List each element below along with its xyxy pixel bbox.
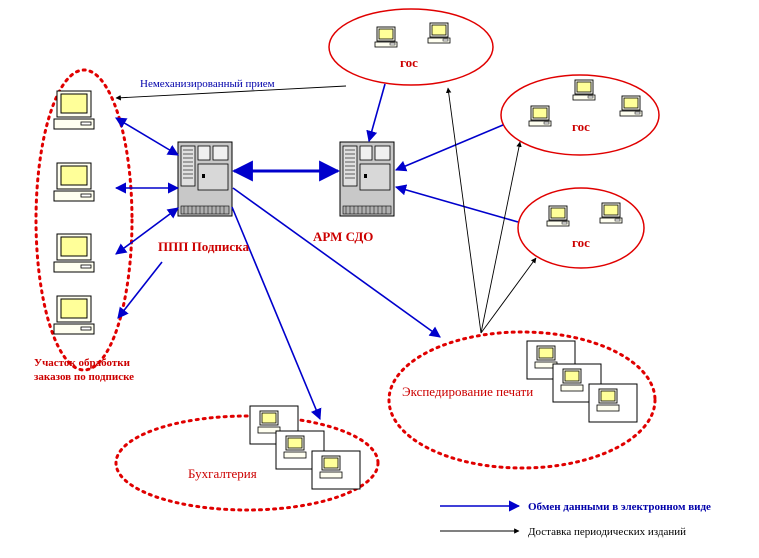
accounting-pc-3-icon (311, 450, 361, 490)
arrow-gos-right-arm (394, 124, 504, 172)
gos-right-label: гос (572, 119, 590, 134)
gos-right-ellipse (500, 74, 660, 156)
gos-right-pc-3-icon (619, 95, 643, 117)
arrow-ppp-dispatch (232, 187, 441, 338)
legend-electronic-label: Обмен данными в электронном виде (528, 501, 711, 513)
gos-mid-pc-1-icon (546, 205, 570, 227)
arrow-order1-ppp (115, 117, 179, 156)
order-area-label-line2: заказов по подписке (34, 371, 134, 383)
order-pc-2-icon (53, 162, 95, 202)
gos-mid-pc-2-icon (599, 202, 623, 224)
arm-server-icon (339, 141, 395, 217)
order-pc-3-icon (53, 233, 95, 273)
legend: Обмен данными в электронном виде Доставк… (440, 500, 711, 538)
accounting-ellipse (114, 414, 380, 512)
ppp-server-icon (177, 141, 233, 217)
manual-intake-label: Немеханизированный прием (140, 78, 275, 90)
arrow-dispatch-gos-top (445, 87, 482, 334)
gos-mid-label: гос (572, 235, 590, 250)
arrow-manual-intake (115, 85, 347, 101)
order-pc-4-icon (53, 295, 95, 335)
arrow-ppp-accounting (231, 206, 322, 421)
order-pc-1-icon (53, 90, 95, 130)
dispatch-label: Экспедирование печати (402, 384, 533, 399)
gos-top-label: гос (400, 55, 418, 70)
dispatch-ellipse (387, 330, 657, 470)
arm-label: АРМ СДО (313, 229, 373, 244)
arrow-gos-mid-arm (394, 184, 519, 223)
accounting-label: Бухгалтерия (188, 466, 257, 481)
arrow-order4-ppp (117, 261, 163, 319)
arrow-order3-ppp (115, 207, 179, 255)
legend-delivery-label: Доставка периодических изданий (528, 526, 686, 538)
ppp-label: ППП Подписка (158, 239, 249, 254)
arrow-gos-top-arm (366, 83, 386, 143)
order-area-label-line1: Участок обработки (34, 357, 131, 369)
gos-top-pc-1-icon (374, 26, 398, 48)
gos-mid-ellipse (517, 187, 645, 269)
gos-top-pc-2-icon (427, 22, 451, 44)
gos-top-ellipse (328, 8, 494, 86)
gos-right-pc-1-icon (528, 105, 552, 127)
gos-right-pc-2-icon (572, 79, 596, 101)
arrow-dispatch-gos-mid (480, 257, 537, 334)
dispatch-pc-3-icon (588, 383, 638, 423)
arrow-dispatch-gos-right (480, 141, 522, 334)
